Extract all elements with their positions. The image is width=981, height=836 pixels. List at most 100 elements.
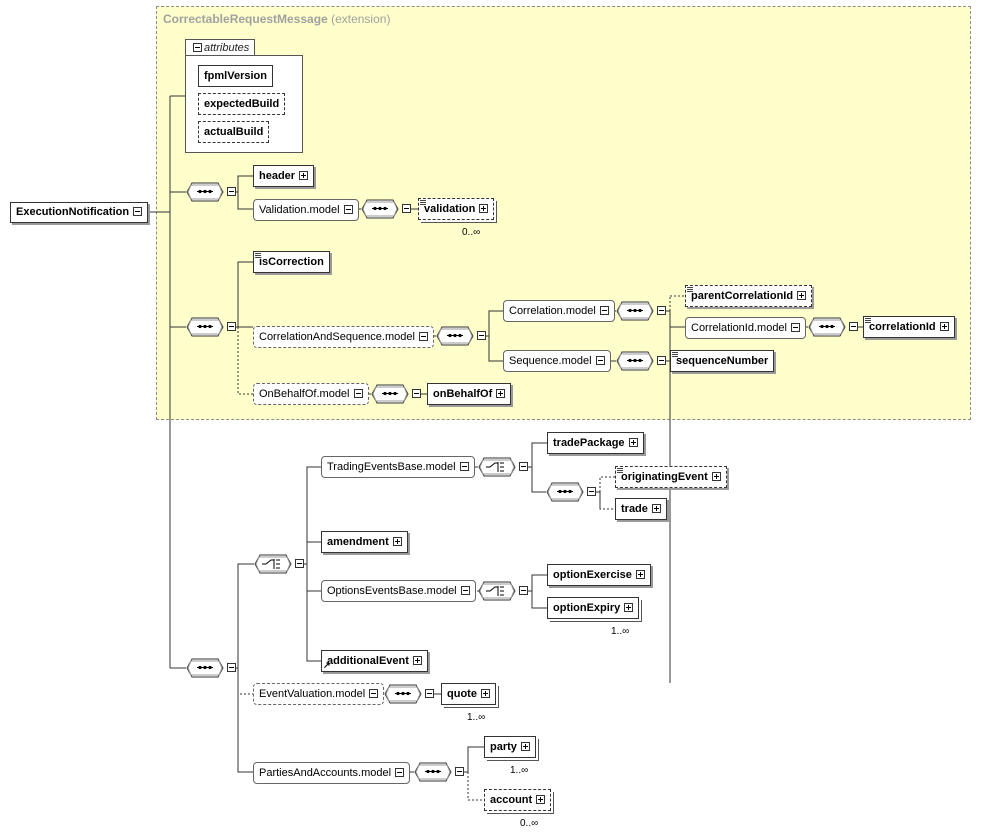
is-correction-element[interactable]: isCorrection [253, 251, 330, 273]
correlation-model-group[interactable]: Correlation.model [503, 300, 615, 322]
quote-element[interactable]: quote [441, 683, 496, 705]
collapse-icon[interactable] [849, 322, 858, 331]
collapse-icon[interactable] [519, 462, 528, 471]
event-valuation-model-group[interactable]: EventValuation.model [253, 683, 385, 705]
additional-event-element[interactable]: ↗additionalEvent [321, 650, 428, 672]
collapse-icon[interactable] [657, 356, 666, 365]
expand-icon[interactable] [711, 471, 721, 481]
trade-package-element[interactable]: tradePackage [547, 432, 644, 454]
sequence-number-element[interactable]: sequenceNumber [670, 350, 775, 372]
expand-icon[interactable] [496, 388, 506, 398]
parties-and-accounts-model-group[interactable]: PartiesAndAccounts.model [253, 762, 411, 784]
reference-arrow-icon: ↗ [323, 660, 331, 670]
collapse-icon[interactable] [460, 585, 470, 595]
trading-events-base-model-group[interactable]: TradingEventsBase.model [321, 456, 475, 478]
collapse-icon[interactable] [227, 322, 236, 331]
documentation-icon [255, 253, 261, 258]
sequence-compositor[interactable] [371, 384, 421, 404]
collapse-icon[interactable] [133, 206, 143, 216]
collapse-icon[interactable] [425, 689, 434, 698]
sequence-compositor[interactable] [616, 351, 666, 371]
documentation-icon [672, 352, 678, 357]
cardinality-label: 1..∞ [510, 765, 529, 776]
collapse-icon[interactable] [343, 204, 353, 214]
expand-icon[interactable] [299, 170, 309, 180]
documentation-icon [420, 200, 426, 205]
choice-compositor[interactable] [478, 457, 528, 477]
expand-icon[interactable] [635, 569, 645, 579]
sequence-compositor[interactable] [361, 199, 411, 219]
correlation-id-element[interactable]: correlationId [863, 316, 955, 338]
extension-title: CorrectableRequestMessage (extension) [163, 12, 391, 26]
sequence-compositor[interactable] [808, 317, 858, 337]
attributes-tab[interactable]: attributes [185, 39, 255, 56]
collapse-icon[interactable] [599, 305, 609, 315]
validation-element[interactable]: validation [418, 198, 495, 220]
expand-icon[interactable] [392, 536, 402, 546]
attribute-expected-build[interactable]: expectedBuild [198, 93, 286, 115]
collapse-icon[interactable] [587, 487, 596, 496]
collapse-icon[interactable] [477, 331, 486, 340]
collapse-icon[interactable] [402, 204, 411, 213]
collapse-icon[interactable] [418, 331, 428, 341]
collapse-icon[interactable] [395, 767, 405, 777]
collapse-icon[interactable] [455, 767, 464, 776]
collapse-icon[interactable] [193, 43, 202, 52]
parent-correlation-id-element[interactable]: parentCorrelationId [685, 285, 813, 307]
trade-element[interactable]: trade [615, 498, 667, 520]
on-behalf-of-element[interactable]: onBehalfOf [427, 383, 512, 405]
collapse-icon[interactable] [227, 663, 236, 672]
attribute-fpml-version[interactable]: fpmlVersion [198, 65, 273, 87]
expand-icon[interactable] [520, 741, 530, 751]
expand-icon[interactable] [412, 655, 422, 665]
options-events-base-model-group[interactable]: OptionsEventsBase.model [321, 580, 476, 602]
documentation-icon [617, 468, 623, 473]
attribute-actual-build[interactable]: actualBuild [198, 121, 270, 143]
expand-icon[interactable] [939, 321, 949, 331]
sequence-compositor[interactable] [616, 301, 666, 321]
collapse-icon[interactable] [791, 322, 800, 332]
collapse-icon[interactable] [657, 306, 666, 315]
documentation-icon [687, 287, 693, 292]
collapse-icon[interactable] [595, 355, 605, 365]
choice-compositor[interactable] [478, 581, 528, 601]
sequence-compositor[interactable] [414, 762, 464, 782]
cardinality-label: 1..∞ [467, 712, 486, 723]
collapse-icon[interactable] [519, 586, 528, 595]
expand-icon[interactable] [797, 290, 807, 300]
header-element[interactable]: header [253, 165, 315, 187]
account-element[interactable]: account [484, 789, 552, 811]
option-expiry-element[interactable]: optionExpiry [547, 597, 640, 619]
validation-model-group[interactable]: Validation.model [253, 199, 359, 221]
expand-icon[interactable] [536, 794, 546, 804]
expand-icon[interactable] [651, 503, 661, 513]
sequence-compositor[interactable] [384, 684, 434, 704]
expand-icon[interactable] [480, 688, 490, 698]
choice-compositor[interactable] [254, 554, 304, 574]
collapse-icon[interactable] [353, 388, 363, 398]
collapse-icon[interactable] [459, 461, 469, 471]
root-element[interactable]: ExecutionNotification [10, 202, 149, 223]
amendment-element[interactable]: amendment [321, 531, 408, 553]
sequence-compositor[interactable] [436, 326, 486, 346]
collapse-icon[interactable] [295, 559, 304, 568]
sequence-model-group[interactable]: Sequence.model [503, 350, 611, 372]
correlation-id-model-group[interactable]: CorrelationId.model [685, 317, 806, 339]
option-exercise-element[interactable]: optionExercise [547, 564, 651, 586]
collapse-icon[interactable] [227, 187, 236, 196]
collapse-icon[interactable] [412, 389, 421, 398]
expand-icon[interactable] [624, 602, 634, 612]
expand-icon[interactable] [479, 203, 489, 213]
expand-icon[interactable] [628, 437, 638, 447]
collapse-icon[interactable] [369, 688, 379, 698]
originating-event-element[interactable]: originatingEvent [615, 466, 727, 488]
sequence-compositor[interactable] [186, 317, 236, 337]
on-behalf-of-model-group[interactable]: OnBehalfOf.model [253, 383, 369, 405]
sequence-compositor[interactable] [546, 482, 596, 502]
party-element[interactable]: party [484, 736, 536, 758]
sequence-compositor[interactable] [186, 658, 236, 678]
correlation-and-sequence-model-group[interactable]: CorrelationAndSequence.model [253, 326, 434, 348]
sequence-compositor[interactable] [186, 182, 236, 202]
